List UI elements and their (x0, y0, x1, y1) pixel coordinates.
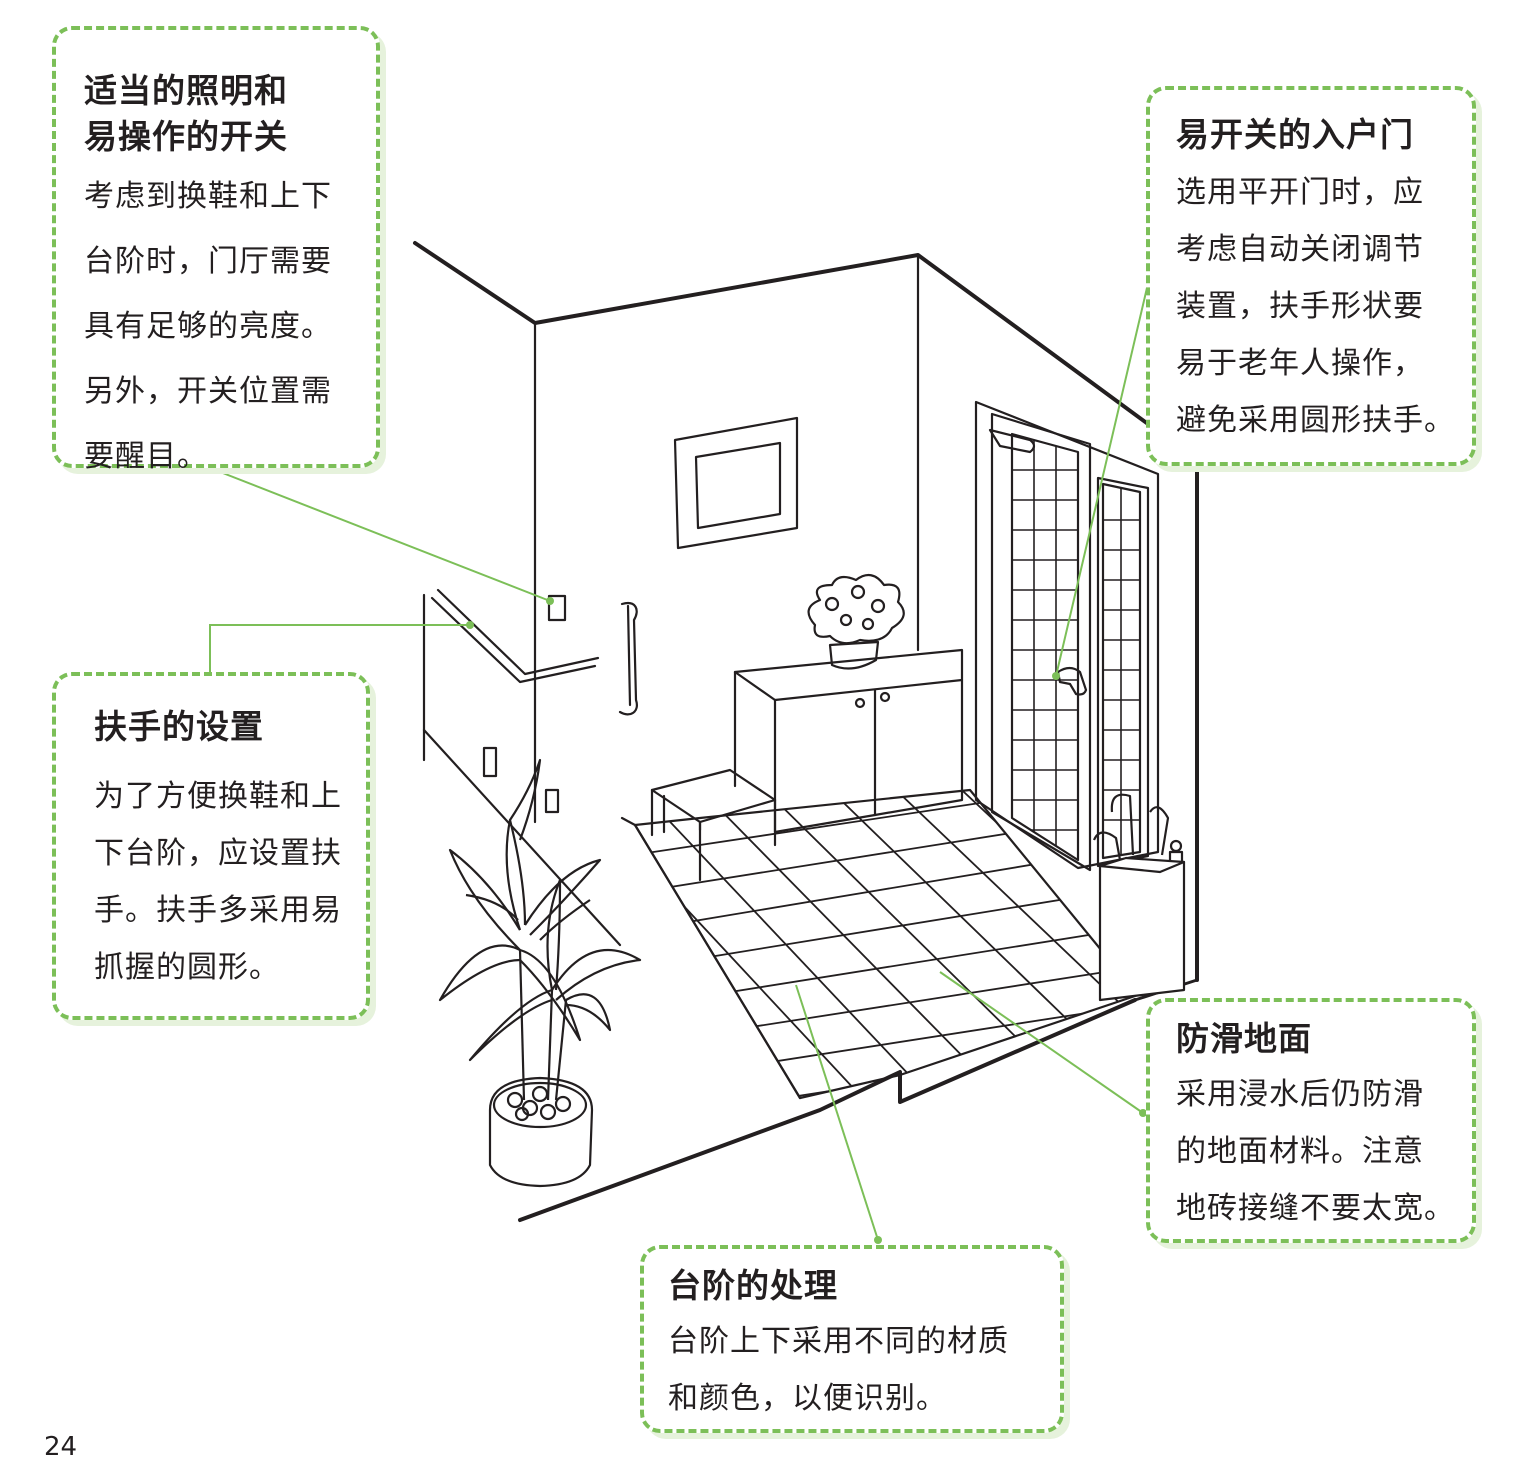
note-line: 地砖接缝不要太宽。 (1176, 1180, 1462, 1237)
note-line: 具有足够的亮度。 (84, 298, 358, 355)
note-title: 易开关的入户门 (1176, 112, 1460, 158)
note-title: 台阶的处理 (668, 1263, 1050, 1309)
note-line: 为了方便换鞋和上 (94, 768, 352, 825)
note-line: 装置，扶手形状要 (1176, 278, 1460, 335)
page-number: 24 (44, 1432, 77, 1462)
note-title-line: 适当的照明和 (84, 68, 358, 114)
note-title: 防滑地面 (1176, 1016, 1462, 1062)
note-line: 台阶时，门厅需要 (84, 233, 358, 290)
note-line: 抓握的圆形。 (94, 939, 352, 996)
note-line: 另外，开关位置需 (84, 363, 358, 420)
room-walls (415, 243, 1197, 1220)
wall-mirror-icon (675, 418, 797, 548)
note-line: 的地面材料。注意 (1176, 1123, 1462, 1180)
potted-plant-icon (440, 760, 640, 1186)
note-line: 下台阶，应设置扶 (94, 825, 352, 882)
note-line: 和颜色，以便识别。 (668, 1370, 1050, 1427)
note-title-line: 易操作的开关 (84, 114, 358, 160)
note-step-treatment: 台阶的处理 台阶上下采用不同的材质 和颜色，以便识别。 (640, 1245, 1064, 1433)
note-line: 易于老年人操作， (1176, 335, 1460, 392)
note-line: 选用平开门时，应 (1176, 164, 1460, 221)
note-line: 采用浸水后仍防滑 (1176, 1066, 1462, 1123)
shoe-cabinet (735, 650, 962, 832)
note-lighting-switch: 适当的照明和 易操作的开关 考虑到换鞋和上下 台阶时，门厅需要 具有足够的亮度。… (52, 26, 380, 468)
note-line: 考虑自动关闭调节 (1176, 221, 1460, 278)
note-line: 台阶上下采用不同的材质 (668, 1313, 1050, 1370)
note-line: 避免采用圆形扶手。 (1176, 392, 1460, 449)
flower-vase-icon (809, 575, 904, 668)
stool (652, 770, 775, 880)
note-title: 扶手的设置 (94, 704, 352, 750)
note-entrance-door: 易开关的入户门 选用平开门时，应 考虑自动关闭调节 装置，扶手形状要 易于老年人… (1146, 86, 1476, 466)
door-lever-icon (1058, 668, 1086, 695)
note-anti-slip-floor: 防滑地面 采用浸水后仍防滑 的地面材料。注意 地砖接缝不要太宽。 (1146, 998, 1476, 1243)
note-handrail: 扶手的设置 为了方便换鞋和上 下台阶，应设置扶 手。扶手多采用易 抓握的圆形。 (52, 672, 370, 1020)
note-line: 手。扶手多采用易 (94, 882, 352, 939)
note-line: 考虑到换鞋和上下 (84, 168, 358, 225)
note-line: 要醒目。 (84, 428, 358, 485)
